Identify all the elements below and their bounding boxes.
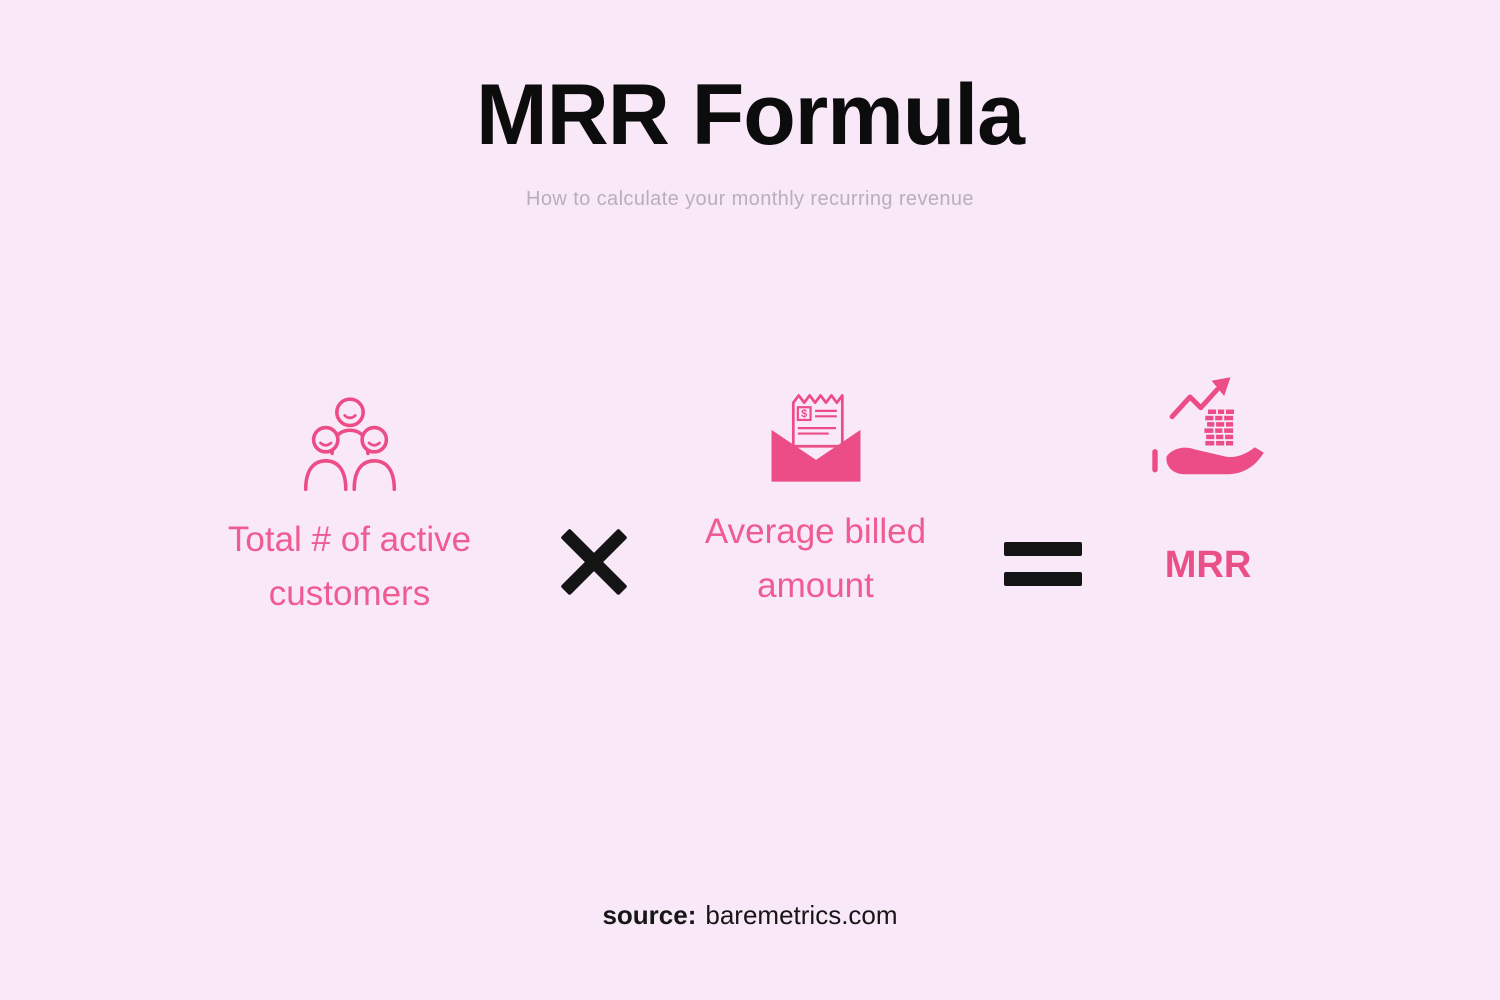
operand-label-customers: Total # of active customers [227, 520, 472, 614]
equals-bar [1003, 572, 1082, 586]
equals-bar [1003, 542, 1082, 556]
multiply-symbol-text: × [562, 530, 563, 531]
formula-row: Total # of active customers × $ [0, 362, 1500, 622]
multiply-operator: × [559, 528, 628, 596]
operand-customers: Total # of active customers [180, 362, 520, 622]
customers-group-icon [292, 396, 408, 499]
operand-label-mrr: MRR [1164, 544, 1252, 586]
source-label: source: [602, 900, 697, 930]
billed-invoice-envelope-icon: $ [757, 388, 875, 495]
page-title: MRR Formula [476, 67, 1025, 163]
operand-mrr: MRR [1096, 362, 1321, 595]
svg-text:$: $ [801, 408, 807, 420]
page-subtitle: How to calculate your monthly recurring … [526, 188, 974, 210]
operand-label-billed-amount: Average billed amount [704, 512, 927, 606]
equals-operator: = [1003, 542, 1082, 586]
source-value: baremetrics.com [705, 900, 898, 930]
hand-holding-revenue-icon [1145, 370, 1271, 490]
source-line: source: baremetrics.com [0, 900, 1500, 931]
operand-billed-amount: $ Average billed amount [646, 362, 986, 614]
